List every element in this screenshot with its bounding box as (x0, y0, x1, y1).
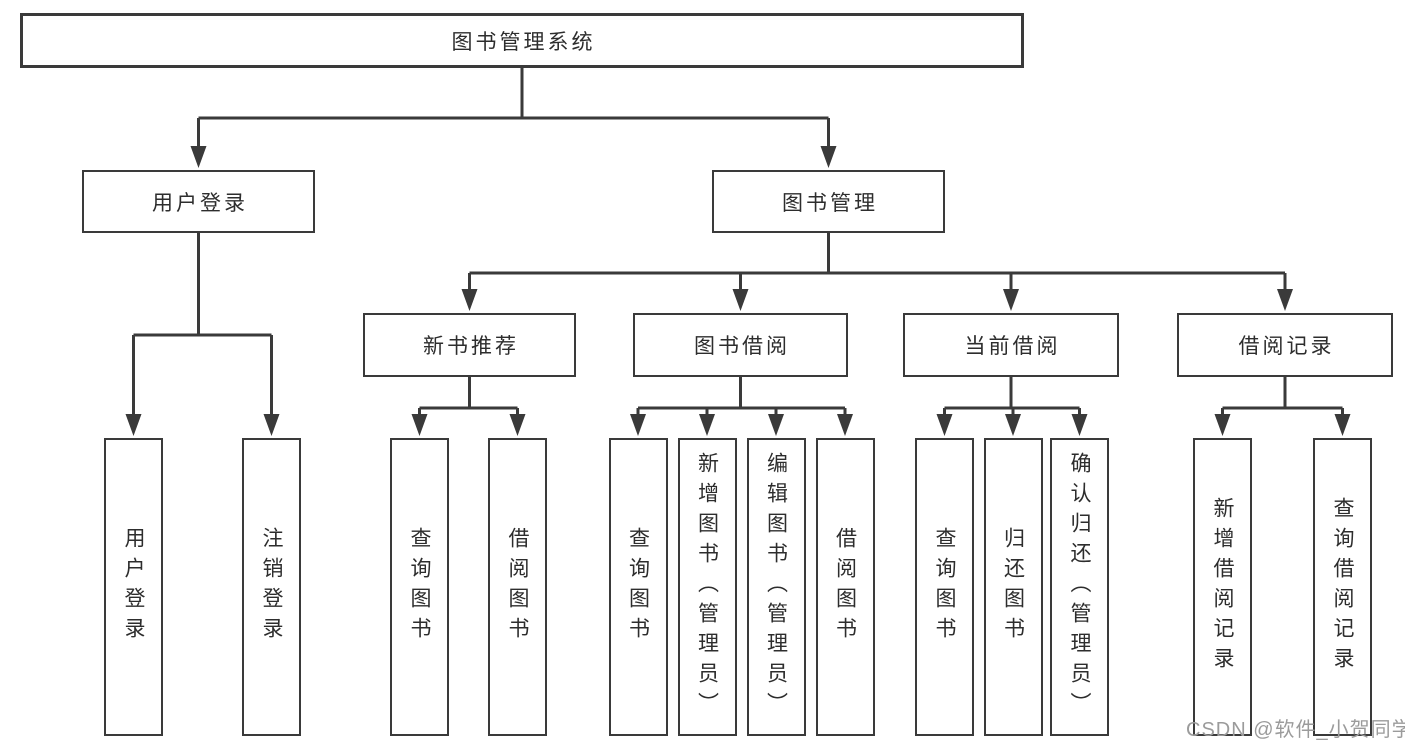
node-label: 图书管理 (782, 191, 878, 215)
arrowhead (1071, 414, 1088, 436)
arrowhead (732, 289, 749, 311)
arrowhead (768, 414, 784, 436)
node-user-login: 用户登录 (82, 170, 315, 233)
node-book-borrowing: 图书借阅 (633, 313, 848, 377)
node-new-book-recommend: 新书推荐 (363, 313, 576, 377)
node-label: 注销登录 (260, 527, 283, 647)
node-label: 用户登录 (152, 191, 248, 215)
node-label: 图书管理系统 (451, 30, 596, 54)
node-label: 用户登录 (122, 527, 145, 647)
leaf-cb-query-books: 查询图书 (915, 438, 974, 736)
node-label: 查询图书 (933, 527, 956, 647)
leaf-cb-confirm-return-admin: 确认归还（管理员） (1050, 438, 1109, 736)
arrowhead (1214, 414, 1231, 436)
leaf-br-add-record: 新增借阅记录 (1193, 438, 1252, 736)
node-label: 新增图书（管理员） (695, 452, 719, 722)
arrowhead (263, 414, 280, 436)
leaf-logout: 注销登录 (242, 438, 301, 736)
arrowhead (837, 414, 853, 436)
arrowhead (190, 146, 207, 168)
node-label: 图书借阅 (694, 335, 790, 358)
node-library-management-system: 图书管理系统 (20, 13, 1024, 68)
arrowhead (1334, 414, 1351, 436)
leaf-cb-return-books: 归还图书 (983, 438, 1043, 736)
leaf-nb-borrow-books: 借阅图书 (488, 438, 547, 736)
node-label: 当前借阅 (964, 335, 1061, 358)
arrowhead (1005, 414, 1021, 436)
node-label: 借阅图书 (833, 527, 857, 647)
leaf-user-login: 用户登录 (104, 438, 163, 736)
arrowhead (936, 414, 953, 436)
arrowhead (509, 414, 526, 436)
node-label: 借阅图书 (506, 527, 529, 647)
arrowhead (411, 414, 428, 436)
leaf-bb-add-books-admin: 新增图书（管理员） (677, 438, 737, 736)
node-label: 新书推荐 (423, 335, 519, 358)
arrowhead (699, 414, 715, 436)
arrowhead (630, 414, 646, 436)
node-borrowing-records: 借阅记录 (1177, 313, 1393, 377)
csdn-watermark: CSDN @软件_小贺同学 (1186, 719, 1405, 741)
leaf-bb-borrow-books: 借阅图书 (815, 438, 875, 736)
node-label: 查询借阅记录 (1331, 497, 1354, 677)
arrowhead (461, 289, 478, 311)
node-label: 编辑图书（管理员） (764, 452, 788, 722)
arrowhead (1003, 289, 1019, 311)
leaf-br-query-record: 查询借阅记录 (1313, 438, 1372, 736)
node-label: 新增借阅记录 (1211, 497, 1234, 677)
node-label: 确认归还（管理员） (1068, 452, 1091, 722)
node-label: 归还图书 (1001, 527, 1025, 647)
leaf-bb-query-books: 查询图书 (608, 438, 668, 736)
arrowhead (820, 146, 837, 168)
arrowhead (125, 414, 142, 436)
arrowhead (1277, 289, 1293, 311)
node-label: 查询图书 (626, 527, 650, 647)
node-book-management: 图书管理 (712, 170, 945, 233)
node-label: 查询图书 (408, 527, 431, 647)
node-label: 借阅记录 (1238, 335, 1335, 358)
node-current-borrowing: 当前借阅 (903, 313, 1119, 377)
leaf-bb-edit-books-admin: 编辑图书（管理员） (746, 438, 806, 736)
leaf-nb-query-books: 查询图书 (390, 438, 449, 736)
